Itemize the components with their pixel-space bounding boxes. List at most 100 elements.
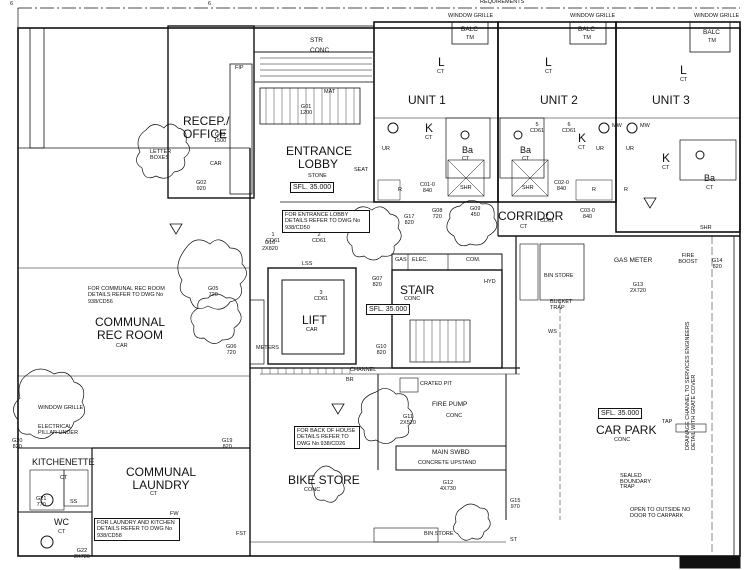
door-id: G17 [404,214,415,220]
door-width: 820 [12,444,22,451]
unit2-kitchen: K [578,131,587,145]
requirements-text: REQUIREMENTS [480,0,525,5]
detail-number: 3 [319,290,323,296]
door-width: 820 [712,264,722,271]
unit2-kitchen-sub: CT [578,145,586,151]
laundry-note: FOR LAUNDRY AND KITCHEN DETAILS REFER TO… [94,518,180,541]
door-id: G13 [632,282,644,288]
unit1-kitchen: K [425,121,434,135]
unit1-balc: BALC [461,26,478,33]
wc-label: WC [54,517,69,527]
door-id: G21 [36,496,47,502]
ws-label: WS [548,329,557,335]
laundry-label: COMMUNAL LAUNDRY [126,465,197,493]
lift-sub: CAR [306,327,318,333]
unit2-living-sub: CT [545,69,553,75]
door-id: G15 [510,498,521,504]
unit3-mw: MW [640,123,650,129]
detail-number: 4 [545,212,549,218]
door-id: G20 [12,438,23,444]
recep-office-label: RECEP./ OFFICE [183,114,230,141]
window-grille-label: WINDOW GRILLE [38,405,84,411]
unit2-bath: Ba [520,145,532,155]
door-width: 2X720 [630,288,646,295]
unit1-living-sub: CT [437,69,445,75]
door-width: 2X820 [262,246,278,253]
str-label: STR [310,37,323,44]
door-id: G06 [226,344,237,350]
unit1-shr: SHR [460,185,472,191]
detail-number: 6 [567,122,571,128]
door-id: G07 [372,276,383,282]
unit2-balc-sub: TM [583,35,591,41]
kitchenette-label: KITCHENETTE [32,457,95,467]
detail-ref: CD61 [562,128,577,135]
door-id: G09 [470,206,481,212]
door-id: G14 [712,258,723,264]
door-id: C03-0 [580,208,595,214]
door-width: 920 [196,186,206,193]
door-width: 1200 [300,110,313,117]
unit1-living: L [438,55,445,69]
st-label: ST [510,537,518,543]
rec-room-label: COMMUNAL REC ROOM [95,315,166,343]
unit2-bath-sub: CT [522,156,530,162]
kitchenette-sub: CT [60,475,68,481]
door-width: 820 [372,282,382,289]
door-width: 770 [36,502,46,509]
door-id: G05 [208,286,219,292]
unit2-shr: SHR [522,185,534,191]
door-width: 720 [208,292,218,299]
door-width: 450 [470,212,480,219]
meters-label: METERS [256,345,279,351]
unit2-living: L [545,55,552,69]
door-width: 840 [582,214,593,221]
ss-label: SS [70,499,78,505]
lobby-note: FOR ENTRANCE LOBBY DETAILS REFER TO DWG … [282,210,370,233]
lift-label: LIFT [302,313,327,327]
grid-marker-a: 6 [10,1,14,7]
unit2-window-grille: WINDOW GRILLE [570,13,616,19]
crated-pit-label: CRATED PIT [420,381,453,387]
stair-sub: CONC [404,296,421,302]
stair-label: STAIR [400,283,435,297]
unit3-kitchen: K [662,151,671,165]
tap-label: TAP [662,419,673,425]
unit1-balc-sub: TM [466,35,474,41]
hyd-label: HYD [484,279,496,285]
door-width: 840 [422,188,433,195]
detail-ref: CD61 [530,128,545,135]
boh-note: FOR BACK OF HOUSE DETAILS REFER TO DWG N… [294,426,360,449]
door-id: G12 [442,480,454,486]
detail-ref: CD61 [312,238,327,245]
stair-sfl: SFL. 35.000 [366,304,411,315]
lobby-sub: STONE [308,173,327,179]
bin-store-bottom: BIN STORE [424,531,454,537]
unit3-bath: Ba [704,173,716,183]
gas-meter-label: GAS METER [614,257,653,264]
unit1-bath: Ba [462,145,474,155]
unit3-living-sub: CT [680,77,688,83]
unit3-ur: UR [626,146,634,152]
door-id: G08 [432,208,443,214]
open-outside-label: OPEN TO OUTSIDE NO DOOR TO CARPARK [630,507,691,519]
seat-label: SEAT [354,167,368,173]
car-park-label: CAR PARK [596,423,657,437]
rec-room-sub: CAR [116,343,128,349]
corridor-sub: CT [520,224,528,230]
bike-store-sub: CONC [304,487,321,493]
fire-pump-label: FIRE PUMP [432,401,468,408]
